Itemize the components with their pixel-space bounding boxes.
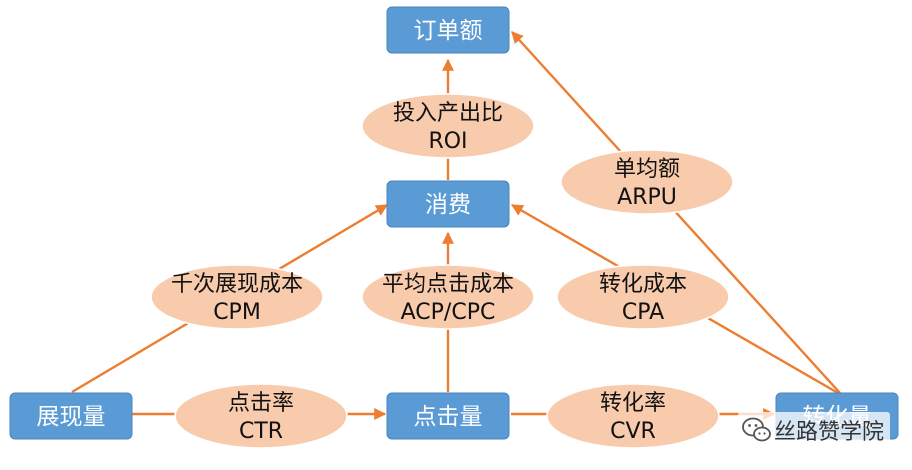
node-order-amount: 订单额 <box>386 6 510 54</box>
metric-roi-abbr: ROI <box>428 129 467 154</box>
metric-ctr-ellipse <box>174 383 348 449</box>
node-order-amount-box <box>386 6 510 54</box>
metric-roi-ellipse <box>361 93 535 159</box>
node-order-amount-label: 订单额 <box>414 18 483 44</box>
metric-cvr: 转化率 CVR <box>546 383 720 449</box>
metric-cpa-abbr: CPA <box>622 300 664 325</box>
metric-cvr-ellipse <box>546 383 720 449</box>
metric-roi-name: 投入产出比 <box>393 101 503 126</box>
metric-cpm-name: 千次展现成本 <box>171 272 303 297</box>
metric-arpu-abbr: ARPU <box>617 185 677 210</box>
node-clicks-label: 点击量 <box>414 404 483 430</box>
watermark: 丝路赞学院 <box>738 412 890 448</box>
metric-arpu-ellipse <box>560 149 734 215</box>
metric-cpm-abbr: CPM <box>213 300 261 325</box>
metric-cvr-abbr: CVR <box>610 419 656 444</box>
node-impressions: 展现量 <box>9 392 133 440</box>
node-impressions-box <box>9 392 133 440</box>
metric-ctr-abbr: CTR <box>239 419 283 444</box>
metric-cpa: 转化成本 CPA <box>556 264 730 330</box>
metric-ctr: 点击率 CTR <box>174 383 348 449</box>
metric-roi: 投入产出比 ROI <box>361 93 535 159</box>
metric-cvr-name: 转化率 <box>600 391 666 416</box>
node-spend: 消费 <box>386 180 510 228</box>
metric-acp: 平均点击成本 ACP/CPC <box>361 264 535 330</box>
node-impressions-label: 展现量 <box>37 404 106 430</box>
node-clicks: 点击量 <box>386 392 510 440</box>
metric-cpm: 千次展现成本 CPM <box>150 264 324 330</box>
metric-acp-ellipse <box>361 264 535 330</box>
metric-arpu-name: 单均额 <box>614 157 680 182</box>
watermark-backdrop <box>738 412 890 448</box>
metric-cpa-ellipse <box>556 264 730 330</box>
node-spend-box <box>386 180 510 228</box>
metric-cpa-name: 转化成本 <box>599 272 687 297</box>
node-spend-label: 消费 <box>425 192 471 218</box>
metric-cpm-ellipse <box>150 264 324 330</box>
metric-arpu: 单均额 ARPU <box>560 149 734 215</box>
metric-acp-abbr: ACP/CPC <box>401 300 496 325</box>
metric-ctr-name: 点击率 <box>228 391 294 416</box>
wechat-icon <box>742 417 771 442</box>
metric-acp-name: 平均点击成本 <box>382 272 514 297</box>
node-clicks-box <box>386 392 510 440</box>
watermark-text: 丝路赞学院 <box>774 420 884 445</box>
